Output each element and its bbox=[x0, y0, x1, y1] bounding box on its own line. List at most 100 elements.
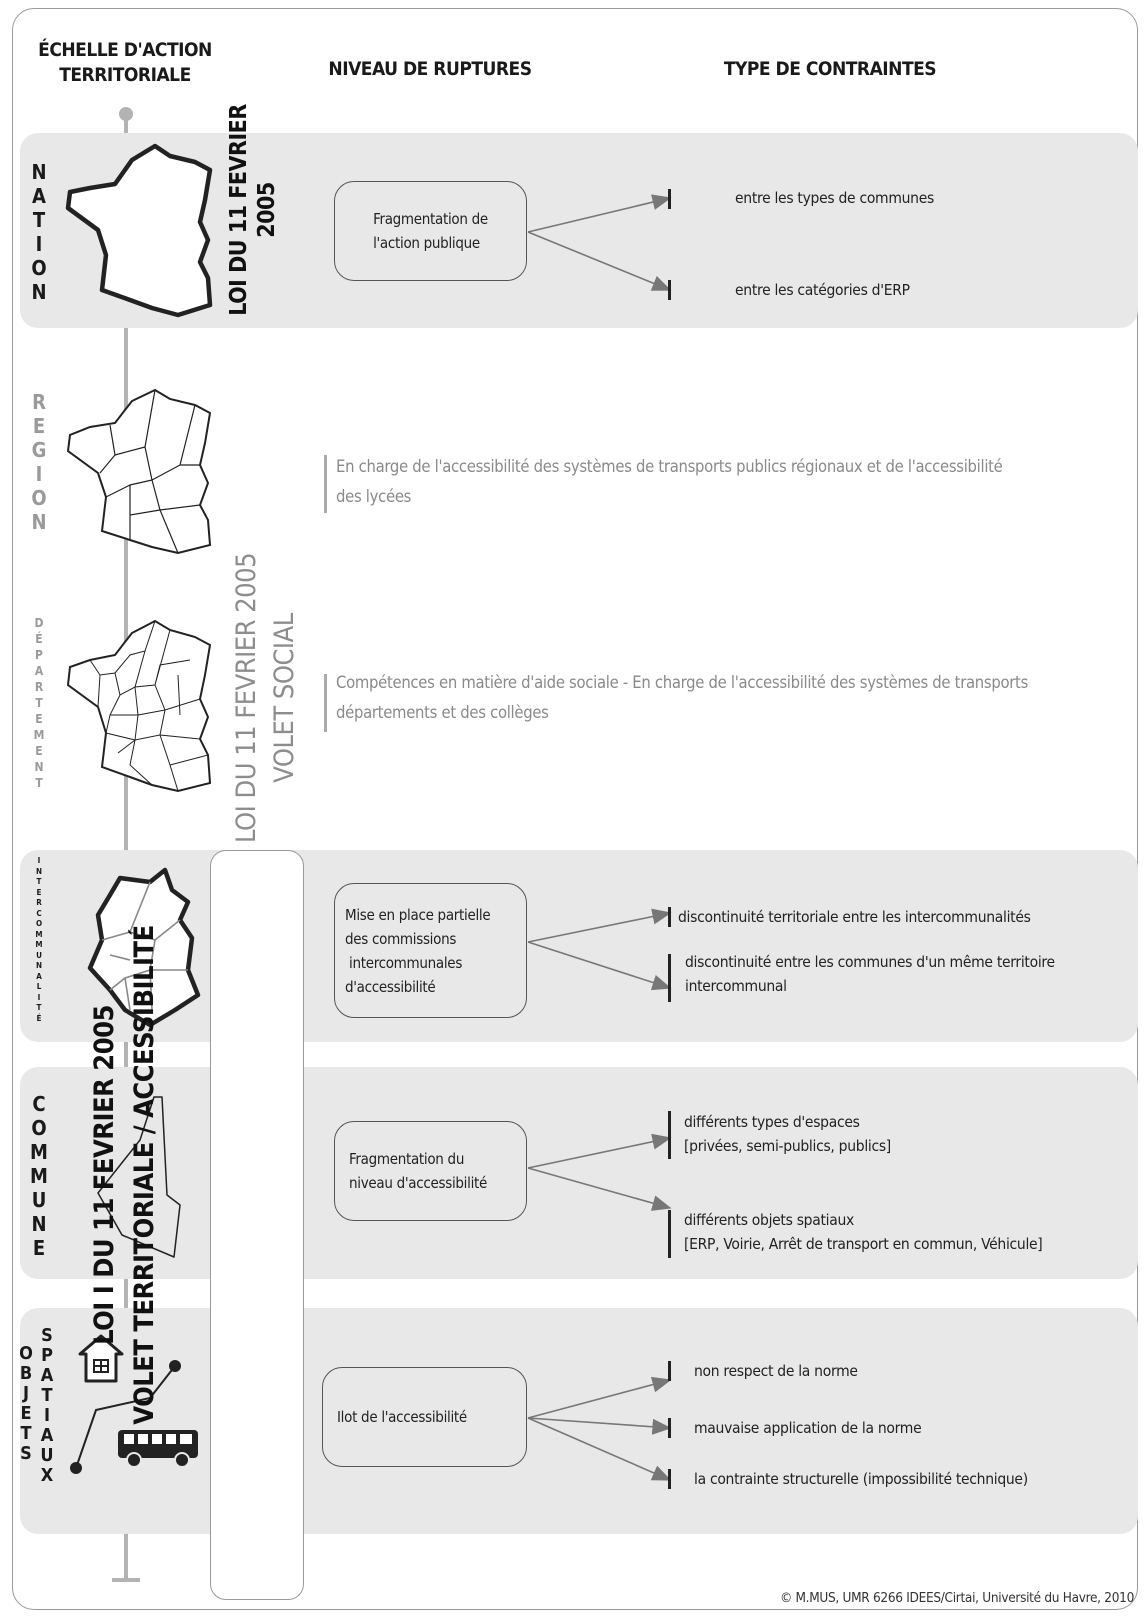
arrow bbox=[527, 1376, 672, 1419]
rupture-commune: Fragmentation du niveau d'accessibilité bbox=[334, 1121, 527, 1221]
letter: T bbox=[35, 696, 43, 710]
letter: L bbox=[36, 982, 42, 991]
letter: N bbox=[35, 866, 43, 876]
rupture-intercommunalite-text: Mise en place partielle des commissions … bbox=[345, 903, 491, 999]
contrainte-commune-1: différents types d'espaces [privées, sem… bbox=[684, 1110, 891, 1158]
letter: S bbox=[20, 1443, 32, 1464]
bar-marker bbox=[668, 1111, 671, 1159]
letter: X bbox=[40, 1465, 54, 1486]
letter: R bbox=[34, 680, 44, 694]
letter: D bbox=[34, 616, 44, 630]
letter: N bbox=[34, 760, 44, 774]
letter: I bbox=[35, 232, 43, 256]
letter: E bbox=[35, 744, 43, 758]
commune-outline bbox=[97, 1096, 181, 1258]
rupture-intercommunalite: Mise en place partielle des commissions … bbox=[334, 883, 527, 1018]
france-departements-map bbox=[66, 619, 212, 793]
contrainte-nation-1: entre les types de communes bbox=[735, 189, 934, 207]
letter: I bbox=[35, 462, 43, 486]
header-echelle: ÉCHELLE D'ACTION TERRITORIALE bbox=[30, 38, 220, 88]
contrainte-line: différents types d'espaces bbox=[684, 1113, 860, 1131]
law-territoriale-line1: LOI I DU 11 FEVRIER 2005 bbox=[89, 1005, 120, 1345]
letter: O bbox=[35, 919, 43, 928]
spatial-objects-icons bbox=[70, 1334, 198, 1474]
letter: R bbox=[32, 390, 46, 414]
letter: O bbox=[31, 256, 47, 280]
rupture-line: Ilot de l'accessibilité bbox=[337, 1408, 467, 1426]
letter: S bbox=[41, 1325, 53, 1346]
letter: O bbox=[31, 486, 47, 510]
letter: T bbox=[41, 1385, 53, 1406]
france-regions-map bbox=[66, 388, 212, 555]
contrainte-line: différents objets spatiaux bbox=[684, 1211, 854, 1229]
letter: C bbox=[36, 908, 42, 918]
letter: I bbox=[37, 992, 41, 1002]
letter: T bbox=[36, 877, 42, 886]
letter: C bbox=[32, 1092, 46, 1116]
band-intercommunalite bbox=[20, 850, 1138, 1042]
letter: N bbox=[31, 160, 47, 184]
rupture-line: Fragmentation de bbox=[373, 210, 488, 228]
letter: P bbox=[35, 648, 43, 662]
contrainte-intercommunalite-2: discontinuité entre les communes d'un mê… bbox=[685, 950, 1135, 998]
rupture-line: d'accessibilité bbox=[345, 977, 436, 996]
letter: N bbox=[35, 961, 43, 970]
bar-marker bbox=[324, 674, 327, 732]
contrainte-region-line2: des lycées bbox=[336, 487, 412, 506]
arrow bbox=[527, 231, 672, 291]
rupture-line: Fragmentation du bbox=[349, 1150, 465, 1168]
law-nation-line2: 2005 bbox=[254, 182, 280, 238]
rupture-commune-text: Fragmentation du niveau d'accessibilité bbox=[349, 1147, 487, 1195]
law-nation-line1: LOI DU 11 FEVRIER bbox=[226, 104, 252, 316]
contrainte-intercommunalite-1: discontinuité territoriale entre les int… bbox=[678, 908, 1031, 926]
letter: N bbox=[31, 280, 47, 304]
letter: T bbox=[32, 208, 46, 232]
spine-top-knob bbox=[119, 107, 133, 121]
law-social: LOI DU 11 FEVRIER 2005 VOLET SOCIAL bbox=[228, 508, 314, 888]
rupture-nation: Fragmentation de l'action publique bbox=[334, 181, 527, 281]
contrainte-nation-2: entre les catégories d'ERP bbox=[735, 281, 910, 299]
rupture-line: intercommunales bbox=[349, 953, 463, 972]
letter: O bbox=[31, 1116, 47, 1140]
letter: A bbox=[32, 184, 46, 208]
letter: N bbox=[31, 1212, 47, 1236]
contrainte-objets-1: non respect de la norme bbox=[694, 1362, 858, 1380]
arrow bbox=[527, 194, 672, 233]
intercommunalite-map bbox=[87, 867, 201, 1028]
letter: J bbox=[22, 1383, 30, 1404]
letter: N bbox=[31, 510, 47, 534]
letter: U bbox=[40, 1445, 54, 1466]
arrow bbox=[527, 908, 672, 943]
letter: M bbox=[33, 728, 45, 742]
law-territoriale: LOI I DU 11 FEVRIER 2005 VOLET TERRITORI… bbox=[85, 925, 175, 1425]
letter: G bbox=[31, 438, 47, 462]
rupture-nation-text: Fragmentation de l'action publique bbox=[373, 207, 488, 255]
rupture-line: des commissions bbox=[345, 929, 457, 948]
letter: T bbox=[36, 1003, 42, 1012]
contrainte-line: [ERP, Voirie, Arrêt de transport en comm… bbox=[684, 1235, 1043, 1253]
letter: E bbox=[35, 712, 43, 726]
letter: M bbox=[30, 1140, 48, 1164]
bar-marker bbox=[668, 189, 671, 209]
rupture-line: Mise en place partielle bbox=[345, 905, 491, 924]
bar-marker bbox=[668, 1361, 671, 1381]
bar-marker bbox=[668, 280, 671, 300]
law-social-line1: LOI DU 11 FEVRIER 2005 bbox=[231, 552, 262, 844]
bar-marker bbox=[668, 907, 671, 927]
rupture-objets: Ilot de l'accessibilité bbox=[322, 1367, 527, 1467]
letter: M bbox=[35, 929, 43, 939]
copyright-credit: © M.MUS, UMR 6266 IDEES/Cirtai, Universi… bbox=[780, 1590, 1134, 1606]
letter: A bbox=[40, 1365, 54, 1386]
contrainte-objets-2: mauvaise application de la norme bbox=[694, 1419, 922, 1437]
law-territoriale-line2: VOLET TERRITORIALE / ACCESSIBILITÉ bbox=[129, 925, 160, 1425]
letter: T bbox=[20, 1423, 32, 1444]
contrainte-region-line1: En charge de l'accessibilité des système… bbox=[336, 457, 1003, 476]
contrainte-departement: Compétences en matière d'aide sociale - … bbox=[336, 668, 1126, 728]
letter: A bbox=[36, 971, 42, 981]
